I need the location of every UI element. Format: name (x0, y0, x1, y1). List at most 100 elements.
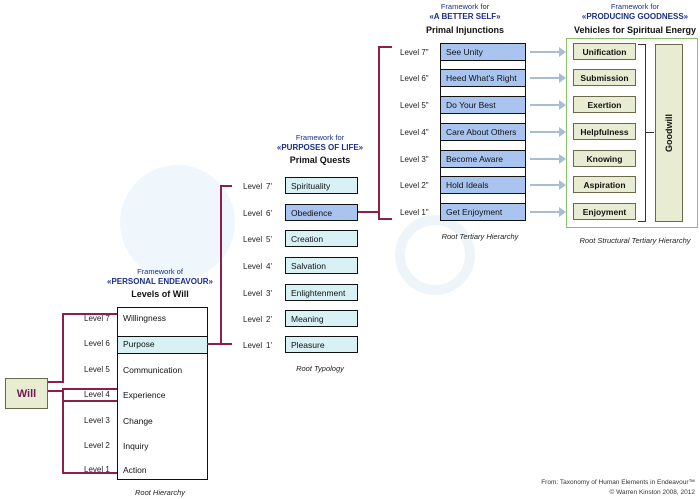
will-connector-down-v (62, 390, 64, 474)
injunctions-framework-line1: Framework for (440, 2, 490, 11)
quests-mark-6: 6' (266, 209, 272, 218)
vehicles-bracket-link (646, 132, 654, 134)
purpose-connector-v (220, 185, 222, 345)
quests-framework-line1: Framework for (295, 133, 345, 142)
root-hierarchy-caption: Root Hierarchy (134, 488, 186, 497)
injunctions-level-4: Level 4" (400, 128, 429, 137)
root-structural-caption: Root Structural Tertiary Hierarchy (579, 236, 691, 245)
injunction-heed-whats-right: Heed What's Right (440, 69, 526, 87)
injunction-become-aware: Become Aware (440, 150, 526, 168)
will-connector-mid-b (62, 400, 117, 402)
quest-pleasure: Pleasure (285, 336, 358, 353)
will-level-7: Level 7 (84, 314, 110, 323)
obedience-connector-bot (378, 218, 392, 220)
vehicles-framework-line2: «PRODUCING GOODNESS» (581, 12, 689, 21)
root-tertiary-caption: Root Tertiary Hierarchy (441, 232, 519, 241)
arrow-right-icon (530, 100, 566, 110)
will-framework-line1: Framework of (137, 267, 183, 276)
will-level-3: Level 3 (84, 416, 110, 425)
vehicle-exertion: Exertion (573, 96, 636, 113)
quests-level-2: Level (243, 315, 263, 324)
will-label: Will (16, 387, 37, 400)
quests-mark-1: 1' (266, 341, 272, 350)
will-box: Will (5, 378, 48, 409)
quests-level-7: Level (243, 182, 263, 191)
arrow-right-icon (530, 73, 566, 83)
goodwill-box: Goodwill (655, 44, 683, 222)
will-item-communication: Communication (123, 365, 183, 375)
injunctions-level-6: Level 6" (400, 74, 429, 83)
vehicles-framework-line1: Framework for (610, 2, 660, 11)
quests-level-5: Level (243, 235, 263, 244)
quests-mark-2: 2' (266, 315, 272, 324)
footer-copyright: © Warren Kinston 2008, 2012 (609, 489, 696, 496)
obedience-connector-v (378, 46, 380, 220)
will-connector-mid-a (62, 388, 117, 390)
will-item-inquiry: Inquiry (123, 441, 149, 451)
will-item-change: Change (123, 416, 153, 426)
watermark-circle-small (395, 215, 475, 295)
injunctions-level-5: Level 5" (400, 101, 429, 110)
vehicles-bracket (638, 44, 646, 222)
quests-title: Primal Quests (289, 155, 351, 165)
arrow-right-icon (530, 180, 566, 190)
purpose-connector-bot (220, 343, 232, 345)
quest-meaning: Meaning (285, 310, 358, 327)
will-item-experience: Experience (123, 390, 166, 400)
will-title: Levels of Will (131, 289, 189, 299)
quest-enlightenment: Enlightenment (285, 284, 358, 301)
will-level-4: Level 4 (84, 390, 110, 399)
arrow-right-icon (530, 47, 566, 57)
quest-salvation: Salvation (285, 257, 358, 274)
quests-mark-3: 3' (266, 289, 272, 298)
quests-framework-line2: «PURPOSES OF LIFE» (276, 143, 364, 152)
will-connector-up-top (62, 313, 117, 315)
will-item-purpose: Purpose (123, 339, 155, 349)
vehicle-submission: Submission (573, 69, 636, 86)
vehicle-aspiration: Aspiration (573, 176, 636, 193)
will-connector-down-h (48, 390, 64, 392)
will-level-2: Level 2 (84, 441, 110, 450)
will-item-willingness: Willingness (123, 313, 166, 323)
injunctions-level-2: Level 2" (400, 181, 429, 190)
root-typology-caption: Root Typology (296, 364, 344, 373)
injunctions-title: Primal Injunctions (425, 25, 504, 35)
quests-mark-7: 7' (266, 182, 272, 191)
injunction-get-enjoyment: Get Enjoyment (440, 203, 526, 221)
injunction-hold-ideals: Hold Ideals (440, 176, 526, 194)
arrow-right-icon (530, 127, 566, 137)
quest-creation: Creation (285, 230, 358, 247)
injunctions-framework-line2: «A BETTER SELF» (429, 12, 501, 21)
quests-level-3: Level (243, 289, 263, 298)
vehicle-enjoyment: Enjoyment (573, 203, 636, 220)
arrow-right-icon (530, 154, 566, 164)
quests-level-6: Level (243, 209, 263, 218)
quest-obedience: Obedience (285, 204, 358, 221)
quests-level-4: Level (243, 262, 263, 271)
arrow-right-icon (530, 207, 566, 217)
quests-level-1: Level (243, 341, 263, 350)
injunctions-level-1: Level 1" (400, 208, 429, 217)
injunction-do-your-best: Do Your Best (440, 96, 526, 114)
will-level-6: Level 6 (84, 339, 110, 348)
will-level-5: Level 5 (84, 365, 110, 374)
will-level-1: Level 1 (84, 465, 110, 474)
quests-mark-5: 5' (266, 235, 272, 244)
vehicle-unification: Unification (573, 43, 636, 60)
will-item-action: Action (123, 465, 147, 475)
quests-mark-4: 4' (266, 262, 272, 271)
will-connector-up-v (62, 313, 64, 383)
vehicles-title: Vehicles for Spiritual Energy (573, 25, 697, 35)
obedience-connector-top (378, 46, 392, 48)
goodwill-label: Goodwill (664, 114, 674, 152)
purpose-connector-top (220, 185, 232, 187)
footer-source: From: Taxonomy of Human Elements in Ende… (541, 479, 695, 486)
injunctions-level-3: Level 3" (400, 155, 429, 164)
quest-spirituality: Spirituality (285, 177, 358, 194)
will-framework-line2: «PERSONAL ENDEAVOUR» (107, 277, 213, 286)
injunction-care-about-others: Care About Others (440, 123, 526, 141)
obedience-connector-h (358, 211, 380, 213)
purpose-connector-h (207, 343, 222, 345)
injunction-see-unity: See Unity (440, 43, 526, 61)
will-connector-down-bot (62, 472, 117, 474)
